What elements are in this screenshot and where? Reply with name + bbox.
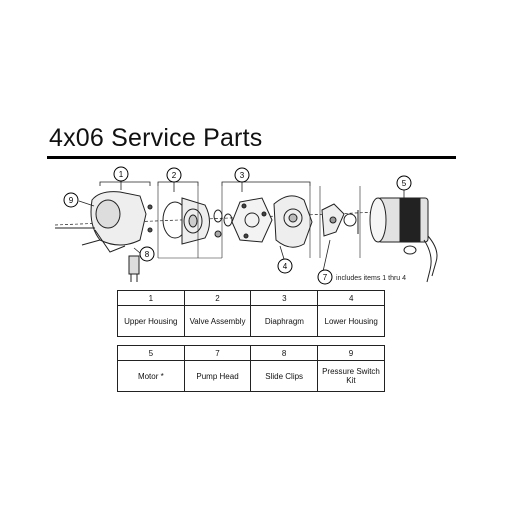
svg-text:1: 1 bbox=[119, 170, 124, 179]
part-name: Pressure Switch Kit bbox=[316, 360, 386, 392]
callout-5: 5 bbox=[396, 175, 412, 191]
part-name: Lower Housing bbox=[317, 305, 385, 337]
barb-fitting bbox=[128, 255, 140, 282]
callout-9: 9 bbox=[63, 192, 79, 208]
callout-2: 2 bbox=[166, 167, 182, 183]
parts-table-row2: 5 7 8 9 Motor * Pump Head Slide Clips Pr… bbox=[117, 345, 386, 392]
motor bbox=[369, 197, 438, 283]
callout-8: 8 bbox=[139, 246, 155, 262]
svg-text:9: 9 bbox=[69, 196, 74, 205]
part-name: Diaphragm bbox=[250, 305, 319, 337]
part-number: 7 bbox=[183, 345, 252, 361]
part-number: 1 bbox=[117, 290, 185, 306]
part-number: 8 bbox=[250, 345, 318, 361]
title-divider bbox=[47, 156, 456, 159]
page-title: 4x06 Service Parts bbox=[49, 124, 263, 152]
assembly-note: includes items 1 thru 4 bbox=[336, 275, 407, 282]
svg-text:7: 7 bbox=[323, 273, 328, 282]
diaphragm bbox=[231, 197, 273, 243]
part-name: Motor * bbox=[117, 360, 185, 392]
svg-text:3: 3 bbox=[240, 171, 245, 180]
part-number: 2 bbox=[183, 290, 252, 306]
lower-housing bbox=[273, 195, 313, 248]
callout-7: 7 bbox=[317, 269, 333, 285]
parts-table-row1: 1 2 3 4 Upper Housing Valve Assembly Dia… bbox=[117, 290, 385, 337]
svg-text:2: 2 bbox=[172, 171, 177, 180]
pump-head bbox=[321, 203, 359, 237]
part-number: 4 bbox=[317, 290, 385, 306]
part-number: 3 bbox=[250, 290, 319, 306]
part-name: Pump Head bbox=[183, 360, 252, 392]
part-name: Valve Assembly bbox=[183, 305, 252, 337]
part-number: 9 bbox=[316, 345, 386, 361]
callout-4: 4 bbox=[277, 258, 293, 274]
part-name: Upper Housing bbox=[117, 305, 185, 337]
svg-text:5: 5 bbox=[402, 179, 407, 188]
svg-text:8: 8 bbox=[145, 250, 150, 259]
callout-1: 1 bbox=[113, 166, 129, 182]
part-name: Slide Clips bbox=[250, 360, 318, 392]
callout-3: 3 bbox=[234, 167, 250, 183]
svg-text:4: 4 bbox=[283, 262, 288, 271]
pressure-switch-body bbox=[55, 191, 147, 253]
part-number: 5 bbox=[117, 345, 185, 361]
valve-assembly bbox=[162, 197, 210, 245]
